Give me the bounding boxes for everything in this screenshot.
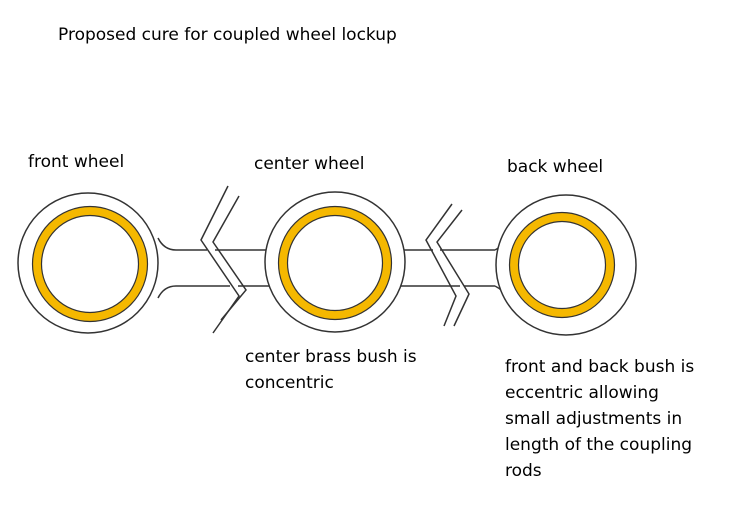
diagram-title: Proposed cure for coupled wheel lockup	[58, 25, 397, 45]
front-back-bush-note-line: small adjustments in	[505, 409, 683, 429]
rod-break-right-a	[425, 203, 457, 327]
back-wheel-label: back wheel	[507, 157, 604, 177]
front-back-bush-note-line: length of the coupling	[505, 435, 693, 455]
coupling-rod-left	[157, 237, 230, 299]
front-wheel-label: front wheel	[28, 152, 125, 172]
coupling-rods	[157, 185, 509, 334]
center-bush-note: center brass bush is concentric	[245, 344, 475, 396]
front-wheel-brass-bush	[32, 206, 148, 322]
center-bush-note-line: center brass bush is	[245, 347, 417, 367]
front-back-bush-note: front and back bush is eccentric allowin…	[505, 354, 730, 484]
rod-break-right-b	[436, 209, 470, 327]
center-wheel-brass-bush	[278, 206, 392, 320]
center-wheel-label: center wheel	[254, 154, 365, 174]
rod-break-left-b	[212, 195, 247, 321]
front-back-bush-note-line: front and back bush is	[505, 357, 695, 377]
coupling-rod-right	[440, 237, 509, 299]
rod-break-left-a	[200, 185, 240, 334]
center-bush-note-line: concentric	[245, 373, 334, 393]
front-wheel	[17, 192, 159, 334]
front-back-bush-note-line: rods	[505, 461, 542, 481]
center-wheel	[264, 191, 406, 333]
back-wheel-brass-bush	[509, 212, 615, 318]
front-back-bush-note-line: eccentric allowing	[505, 383, 659, 403]
back-wheel	[495, 194, 637, 336]
